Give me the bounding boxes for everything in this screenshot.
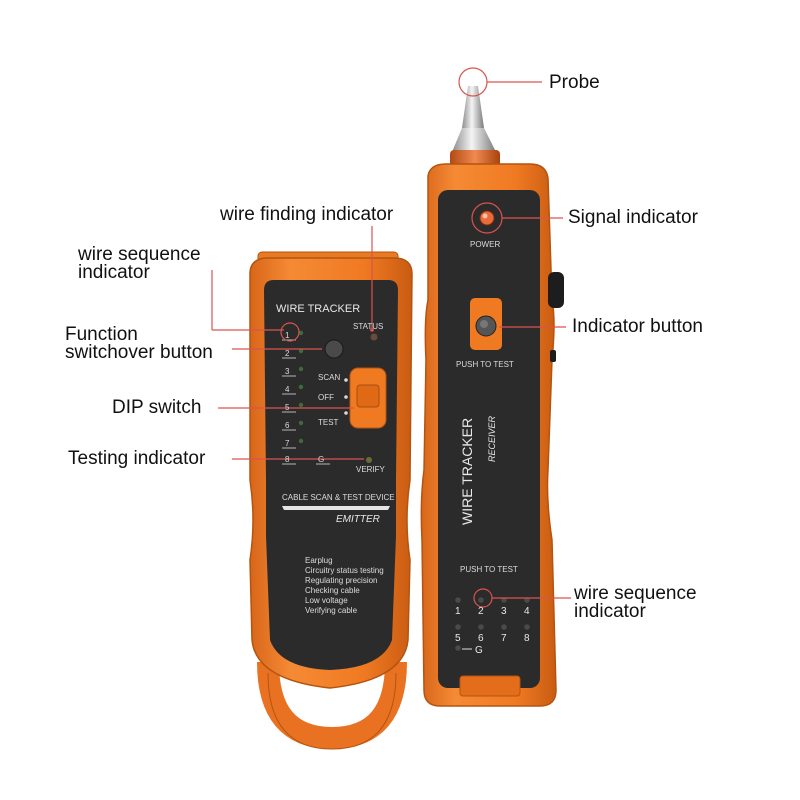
callout-wire-sequence-indicator-left: wire sequence indicator xyxy=(78,244,201,283)
callout-line-1: wire sequence xyxy=(574,583,697,604)
callout-signal-indicator: Signal indicator xyxy=(568,207,698,228)
receiver-subtitle: RECEIVER xyxy=(487,415,497,462)
receiver-number-2: 2 xyxy=(478,606,484,617)
emitter-upper-panel xyxy=(264,280,398,480)
feature-6: Verifying cable xyxy=(305,606,358,615)
callout-testing-indicator: Testing indicator xyxy=(68,448,206,469)
emitter-number-3: 3 xyxy=(285,367,290,376)
probe-tip xyxy=(462,86,484,128)
emitter-number-7: 7 xyxy=(285,439,290,448)
callout-leaders xyxy=(211,67,571,608)
receiver-number-6: 6 xyxy=(478,633,484,644)
receiver-number-3: 3 xyxy=(501,606,507,617)
receiver-number-5: 5 xyxy=(455,633,461,644)
emitter-number-6: 6 xyxy=(285,421,290,430)
emitter-lower-panel xyxy=(266,536,396,670)
feature-3: Regulating precision xyxy=(305,576,378,585)
emitter-title: WIRE TRACKER xyxy=(276,303,360,315)
receiver-panel xyxy=(438,190,540,688)
feature-5: Low voltage xyxy=(305,596,348,605)
feature-2: Circuitry status testing xyxy=(305,566,384,575)
callout-line-2: indicator xyxy=(78,262,150,283)
receiver-title: WIRE TRACKER xyxy=(459,418,475,525)
testing-indicator-led xyxy=(366,457,372,463)
status-label: STATUS xyxy=(353,322,383,331)
emitter-model: EMITTER xyxy=(336,514,380,525)
device-name: CABLE SCAN & TEST DEVICE xyxy=(282,493,395,502)
emitter-number-1: 1 xyxy=(285,331,290,340)
callout-wire-sequence-indicator-right: wire sequence indicator xyxy=(574,583,697,622)
emitter-number-4: 4 xyxy=(285,385,290,394)
emitter-g-label: G xyxy=(318,455,324,464)
callout-line-2: indicator xyxy=(574,601,646,622)
emitter-number-8: 8 xyxy=(285,455,290,464)
callout-indicator-button: Indicator button xyxy=(572,316,703,337)
emitter-number-5: 5 xyxy=(285,403,290,412)
power-label: POWER xyxy=(470,240,500,249)
verify-label: VERIFY xyxy=(356,465,386,474)
callout-probe: Probe xyxy=(549,72,600,93)
receiver-number-4: 4 xyxy=(524,606,530,617)
status-led xyxy=(370,333,378,341)
emitter-loop xyxy=(257,661,407,750)
callout-line-1: Function xyxy=(65,324,138,345)
push-to-test-top-label: PUSH TO TEST xyxy=(456,360,514,369)
receiver-number-7: 7 xyxy=(501,633,507,644)
emitter-device xyxy=(249,251,413,750)
emitter-number-2: 2 xyxy=(285,349,290,358)
switch-label-test: TEST xyxy=(318,418,339,427)
receiver-g-label: G xyxy=(475,645,483,656)
side-knob xyxy=(548,272,564,308)
receiver-number-8: 8 xyxy=(524,633,530,644)
receiver-device xyxy=(420,86,564,707)
callout-function-switchover-button: Function switchover button xyxy=(65,324,213,363)
switch-label-scan: SCAN xyxy=(318,373,340,382)
switch-label-off: OFF xyxy=(318,393,334,402)
feature-4: Checking cable xyxy=(305,586,360,595)
callout-dip-switch: DIP switch xyxy=(112,397,202,418)
callout-line-1: wire sequence xyxy=(78,244,201,265)
function-switchover-button xyxy=(324,339,344,359)
signal-indicator-led xyxy=(479,210,495,226)
callout-line-2: switchover button xyxy=(65,342,213,363)
emitter-sequence-leds xyxy=(298,330,304,444)
feature-1: Earplug xyxy=(305,556,333,565)
callout-wire-finding-indicator: wire finding indicator xyxy=(220,204,394,225)
receiver-number-1: 1 xyxy=(455,606,461,617)
push-to-test-bottom-label: PUSH TO TEST xyxy=(460,565,518,574)
